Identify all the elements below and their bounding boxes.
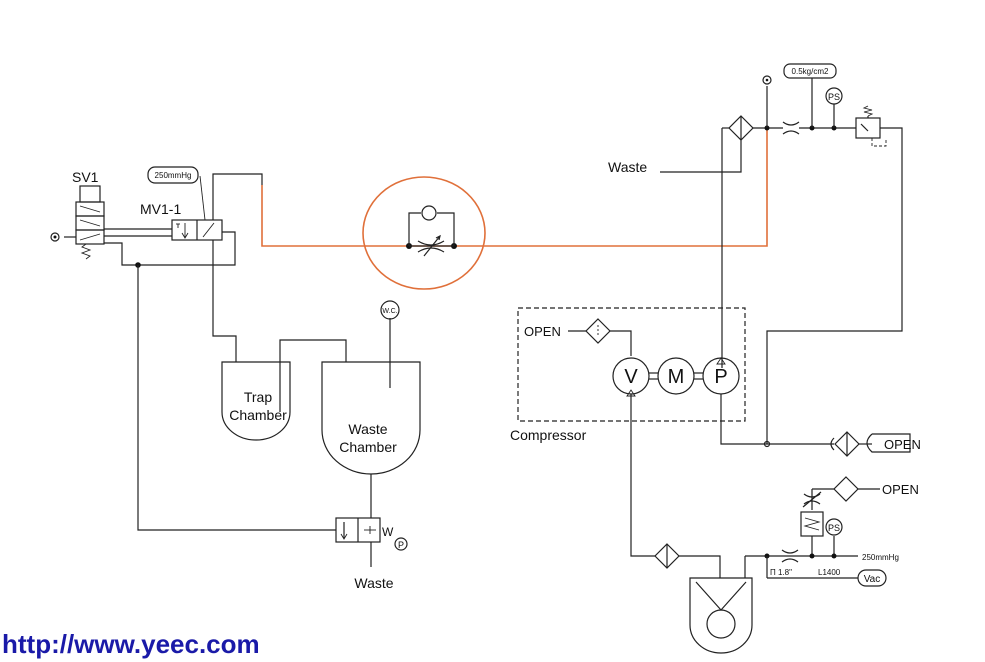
vacuum-setting-badge <box>147 166 199 184</box>
pressure-switch-icon <box>825 87 843 105</box>
svg-text:OPEN: OPEN <box>884 437 921 452</box>
svg-text:PS: PS <box>828 92 840 102</box>
pressure-switch-icon <box>825 518 843 536</box>
sv1-label: SV1 <box>72 169 99 185</box>
pressure-line: 0.5kg/cm2 PS <box>722 63 903 444</box>
drain-valve: W P Waste <box>335 517 408 591</box>
compressor-boundary <box>517 307 746 422</box>
svg-text:L1400: L1400 <box>818 568 841 577</box>
sv1-valve: SV1 <box>50 169 105 260</box>
svg-text:250mmHg: 250mmHg <box>862 553 899 562</box>
waste-top-label: Waste <box>608 159 647 175</box>
open-inlet-label: OPEN <box>524 324 561 339</box>
svg-text:Chamber: Chamber <box>339 439 397 455</box>
check-valve-icon <box>421 205 437 221</box>
vac-badge <box>857 569 887 587</box>
check-throttle-valve <box>406 205 457 257</box>
trap-chamber: Trap Chamber <box>221 339 347 441</box>
svg-text:V: V <box>624 366 638 388</box>
mv1-valve: MV1-1 250mmHg <box>140 166 223 241</box>
svg-text:OPEN: OPEN <box>882 482 919 497</box>
highlight-circle <box>362 176 486 290</box>
inlet-filter-icon <box>585 318 611 344</box>
open-lower-inlet: OPEN PS <box>800 476 919 556</box>
waste-outlet-label: Waste <box>354 575 393 591</box>
footer-url: http://www.yeec.com <box>2 629 260 659</box>
svg-text:250mmHg: 250mmHg <box>155 171 192 180</box>
svg-text:Chamber: Chamber <box>229 407 287 423</box>
open-right-inlet: OPEN <box>763 431 921 457</box>
svg-text:P: P <box>714 366 727 388</box>
compressor-unit: Compressor OPEN V M P <box>510 307 746 443</box>
compressor-label: Compressor <box>510 427 587 443</box>
svg-text:W: W <box>382 525 394 539</box>
svg-text:Π 1.8": Π 1.8" <box>770 568 792 577</box>
relief-valve-icon <box>855 117 881 139</box>
svg-text:Trap: Trap <box>244 389 272 405</box>
svg-text:Vac: Vac <box>864 574 881 585</box>
svg-text:W.C.: W.C. <box>382 308 397 315</box>
svg-text:Waste: Waste <box>348 421 387 437</box>
pressure-setting-badge <box>783 63 837 79</box>
svg-text:P: P <box>398 540 404 550</box>
vacuum-line: 250mmHg Π 1.8" L1400 Vac <box>654 543 899 654</box>
highlighted-flow-path <box>261 128 768 290</box>
waste-chamber: Waste Chamber W.C. <box>321 300 421 518</box>
filter-icon <box>833 476 859 502</box>
mv1-label: MV1-1 <box>140 201 181 217</box>
sv1-solenoid <box>79 185 101 203</box>
svg-text:M: M <box>668 366 685 388</box>
vacuum-pump-body <box>689 577 753 654</box>
svg-text:PS: PS <box>828 523 840 533</box>
water-column-gauge-icon <box>380 300 400 320</box>
svg-text:0.5kg/cm2: 0.5kg/cm2 <box>792 67 829 76</box>
sv1-port-icon <box>50 232 60 242</box>
motor-icon <box>657 357 695 395</box>
gauge-port-icon <box>762 75 772 85</box>
pilot-icon <box>394 537 408 551</box>
